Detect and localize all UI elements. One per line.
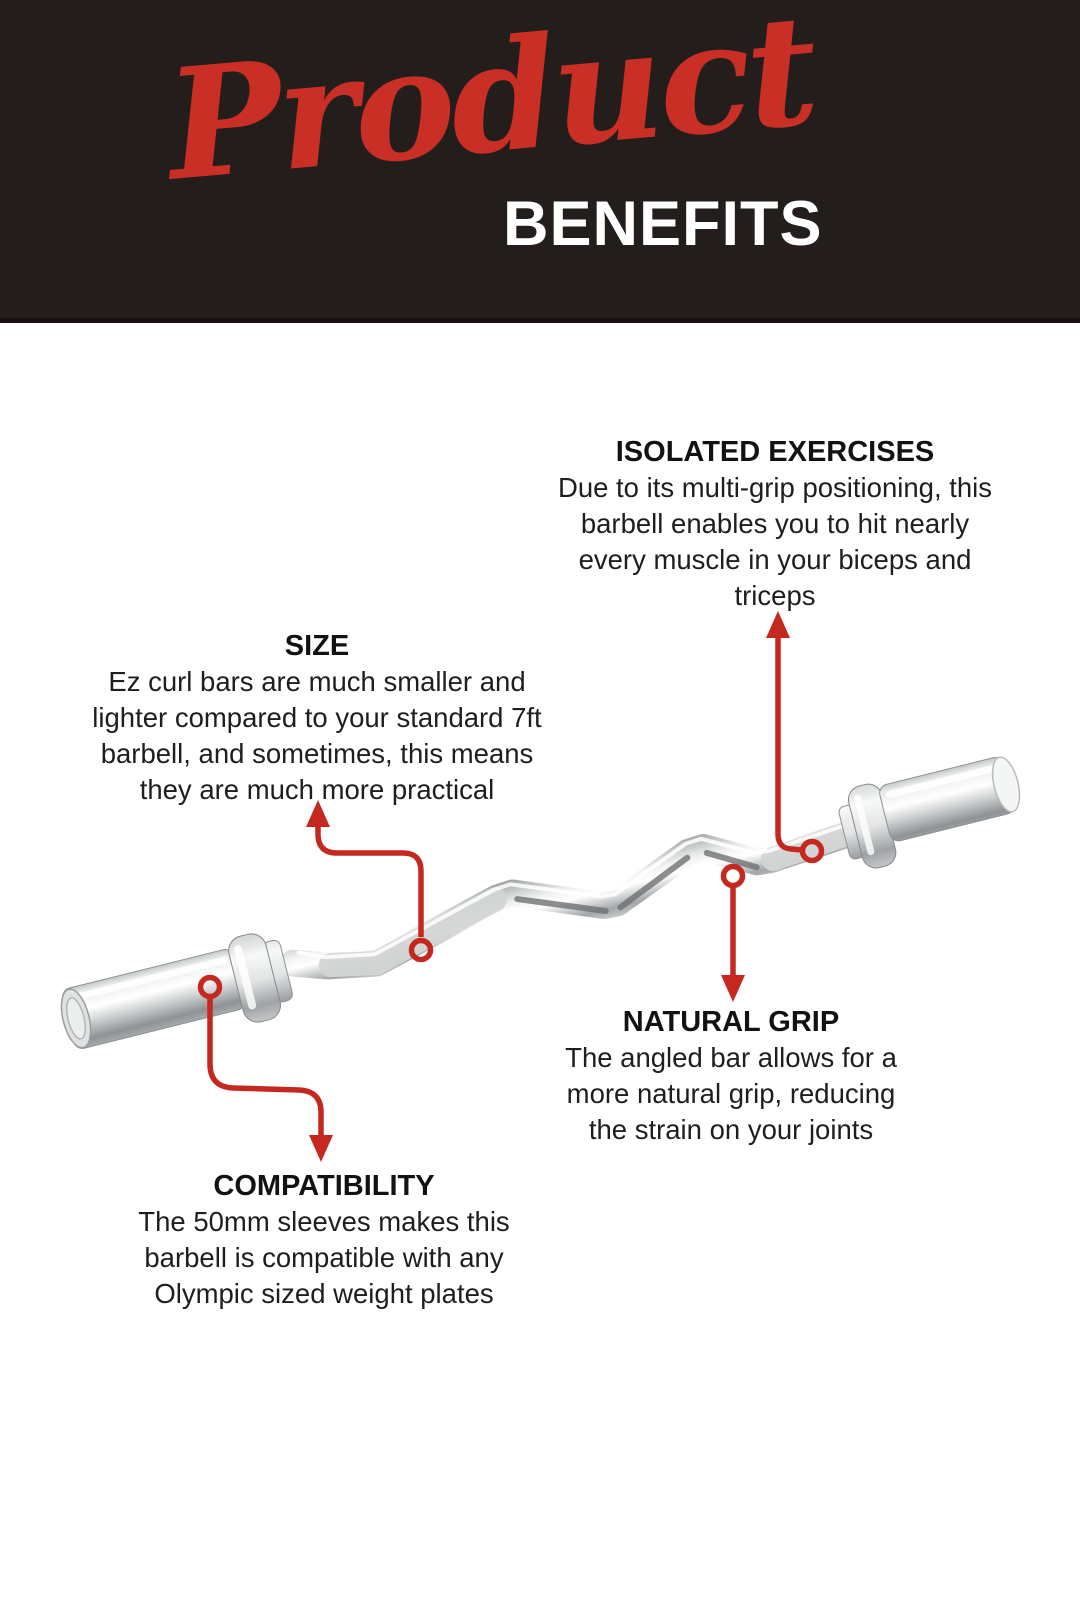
header-title: BENEFITS bbox=[503, 189, 823, 259]
barbell-highlight bbox=[296, 820, 856, 960]
benefit-line: lighter compared to your standard 7ft bbox=[92, 702, 542, 733]
benefit-line: The 50mm sleeves makes this bbox=[138, 1206, 510, 1237]
header-banner: Product BENEFITS bbox=[0, 0, 1080, 323]
arrow-compat-head bbox=[309, 1135, 333, 1162]
arrow-natural bbox=[720, 863, 746, 1002]
benefit-title: ISOLATED EXERCISES bbox=[615, 436, 935, 468]
benefit-line: the strain on your joints bbox=[588, 1114, 874, 1145]
benefit-line: Due to its multi-grip positioning, this bbox=[557, 472, 993, 503]
benefit-line: triceps bbox=[734, 580, 816, 611]
benefit-line: every muscle in your biceps and bbox=[578, 544, 972, 575]
benefit-line: barbell, and sometimes, this means bbox=[100, 738, 534, 769]
benefit-title: SIZE bbox=[284, 630, 350, 662]
arrow-isolated-marker bbox=[799, 838, 825, 864]
arrow-natural-head bbox=[721, 975, 745, 1002]
barbell-reflection bbox=[514, 849, 760, 915]
right-collar-shine bbox=[853, 794, 875, 856]
arrow-isolated-head bbox=[766, 611, 790, 638]
arrow-compat bbox=[197, 974, 333, 1162]
arrow-isolated-stem bbox=[775, 622, 803, 853]
barbell-image bbox=[60, 756, 1021, 1049]
left-collar-shine bbox=[234, 945, 257, 1010]
right-sleeve-endcap bbox=[991, 756, 1021, 813]
benefit-line: more natural grip, reducing bbox=[566, 1078, 896, 1109]
arrow-size-marker bbox=[408, 937, 434, 963]
left-sleeve-highlight bbox=[72, 956, 229, 1001]
barbell-knurl-left bbox=[318, 887, 507, 978]
benefit-line: barbell is compatible with any bbox=[144, 1242, 504, 1273]
benefit-line: barbell enables you to hit nearly bbox=[580, 508, 970, 539]
benefit-size: SIZE Ez curl bars are much smaller and l… bbox=[57, 628, 577, 808]
benefit-compatibility: COMPATIBILITY The 50mm sleeves makes thi… bbox=[64, 1168, 584, 1312]
benefit-isolated-exercises: ISOLATED EXERCISES Due to its multi-grip… bbox=[515, 434, 1035, 614]
arrow-isolated bbox=[766, 611, 825, 864]
benefit-line: Ez curl bars are much smaller and bbox=[108, 666, 526, 697]
benefit-line: they are much more practical bbox=[139, 774, 495, 805]
right-sleeve-highlight bbox=[886, 764, 999, 798]
left-endcap-inner bbox=[66, 997, 87, 1040]
arrow-compat-stem bbox=[207, 997, 324, 1138]
benefit-line: The angled bar allows for a bbox=[565, 1042, 897, 1073]
benefit-natural-grip: NATURAL GRIP The angled bar allows for a… bbox=[471, 1004, 991, 1148]
arrow-natural-marker bbox=[720, 863, 746, 889]
arrow-size-stem bbox=[315, 822, 424, 937]
benefit-title: COMPATIBILITY bbox=[213, 1170, 435, 1202]
barbell-knurl-right bbox=[761, 819, 865, 871]
arrow-compat-marker bbox=[197, 974, 223, 1000]
arrow-size bbox=[306, 800, 434, 963]
arrow-size-head bbox=[306, 800, 330, 827]
benefit-line: Olympic sized weight plates bbox=[154, 1278, 494, 1309]
benefit-title: NATURAL GRIP bbox=[622, 1006, 840, 1038]
